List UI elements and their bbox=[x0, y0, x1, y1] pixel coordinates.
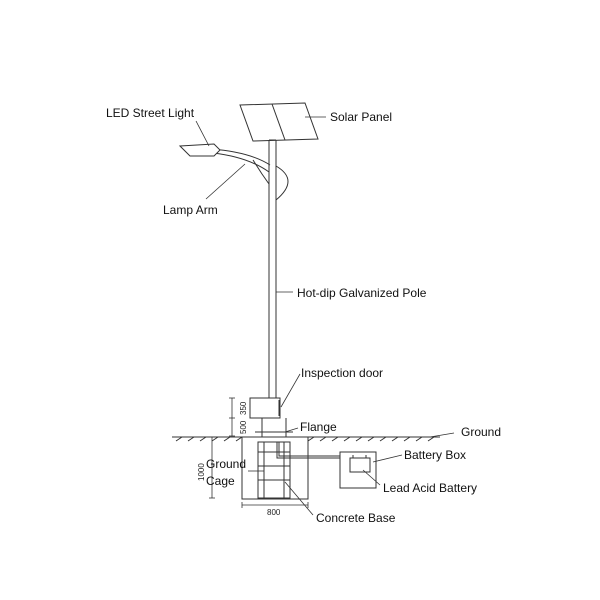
label-led-street-light: LED Street Light bbox=[106, 106, 195, 120]
label-ground-cage-1: Ground bbox=[206, 457, 247, 471]
pole bbox=[268, 139, 277, 398]
foundation bbox=[241, 436, 309, 500]
dim-door-height: 350 bbox=[239, 401, 248, 415]
dim-base-above-ground: 500 bbox=[239, 420, 248, 434]
dim-foundation-depth: 1000 bbox=[197, 463, 206, 481]
led-lamp-head bbox=[178, 143, 221, 157]
label-concrete-base: Concrete Base bbox=[316, 511, 396, 525]
pole-base bbox=[255, 418, 293, 437]
label-ground: Ground bbox=[461, 425, 502, 439]
label-ground-cage-2: Cage bbox=[206, 474, 235, 488]
battery-box bbox=[339, 451, 377, 489]
label-pole: Hot-dip Galvanized Pole bbox=[297, 286, 427, 300]
inspection-door bbox=[249, 397, 281, 419]
label-lead-acid-battery: Lead Acid Battery bbox=[383, 481, 478, 495]
dimension-lines bbox=[209, 397, 309, 508]
callout-lines bbox=[195, 116, 455, 516]
solar-panel bbox=[239, 102, 319, 145]
label-inspection-door: Inspection door bbox=[301, 366, 384, 380]
label-battery-box: Battery Box bbox=[404, 448, 467, 462]
label-lamp-arm: Lamp Arm bbox=[163, 203, 218, 217]
label-solar-panel: Solar Panel bbox=[330, 110, 393, 124]
label-flange: Flange bbox=[300, 420, 337, 434]
dim-foundation-width: 800 bbox=[267, 508, 281, 517]
